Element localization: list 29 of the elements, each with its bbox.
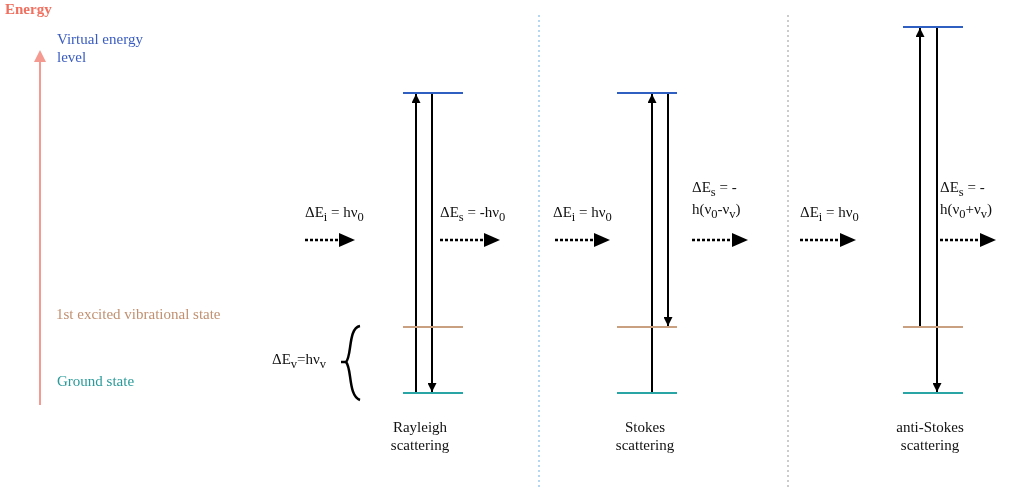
- energy-formula: ΔE$_{s}$ = -h(ν$_{0}$+ν$_{v}$): [940, 178, 994, 222]
- energy-level-line: [903, 326, 963, 328]
- level-label: 1st excited vibrational state: [56, 305, 222, 323]
- transition-arrow: [663, 93, 673, 327]
- energy-level-line: [617, 92, 677, 94]
- transition-arrow: [411, 93, 421, 393]
- axis-label: Energy: [5, 0, 53, 18]
- level-label: Ground state: [57, 372, 136, 390]
- transition-arrow: [427, 93, 437, 393]
- energy-formula: ΔE$_{i}$ = hν$_{0}$: [800, 203, 860, 225]
- energy-level-line: [403, 392, 463, 394]
- energy-formula: ΔE$_{v}$=hν$_{v}$: [272, 350, 328, 372]
- energy-level-line: [403, 92, 463, 94]
- transition-arrow: [647, 93, 657, 393]
- energy-level-line: [403, 326, 463, 328]
- energy-formula: ΔE$_{i}$ = hν$_{0}$: [553, 203, 613, 225]
- energy-level-line: [617, 392, 677, 394]
- energy-level-line: [903, 392, 963, 394]
- transition-arrow: [932, 27, 942, 393]
- energy-formula: ΔE$_{s}$ = -h(ν$_{0}$-ν$_{v}$): [692, 178, 742, 222]
- scattering-caption: Rayleigh scattering: [389, 418, 451, 454]
- energy-formula: ΔE$_{i}$ = hν$_{0}$: [305, 203, 365, 225]
- scattering-caption: anti-Stokes scattering: [895, 418, 965, 454]
- scattering-caption: Stokes scattering: [614, 418, 676, 454]
- transition-arrow: [915, 27, 925, 327]
- energy-level-line: [617, 326, 677, 328]
- level-label: Virtual energy level: [57, 30, 144, 66]
- energy-level-line: [903, 26, 963, 28]
- energy-formula: ΔE$_{s}$ = -hν$_{0}$: [440, 203, 507, 225]
